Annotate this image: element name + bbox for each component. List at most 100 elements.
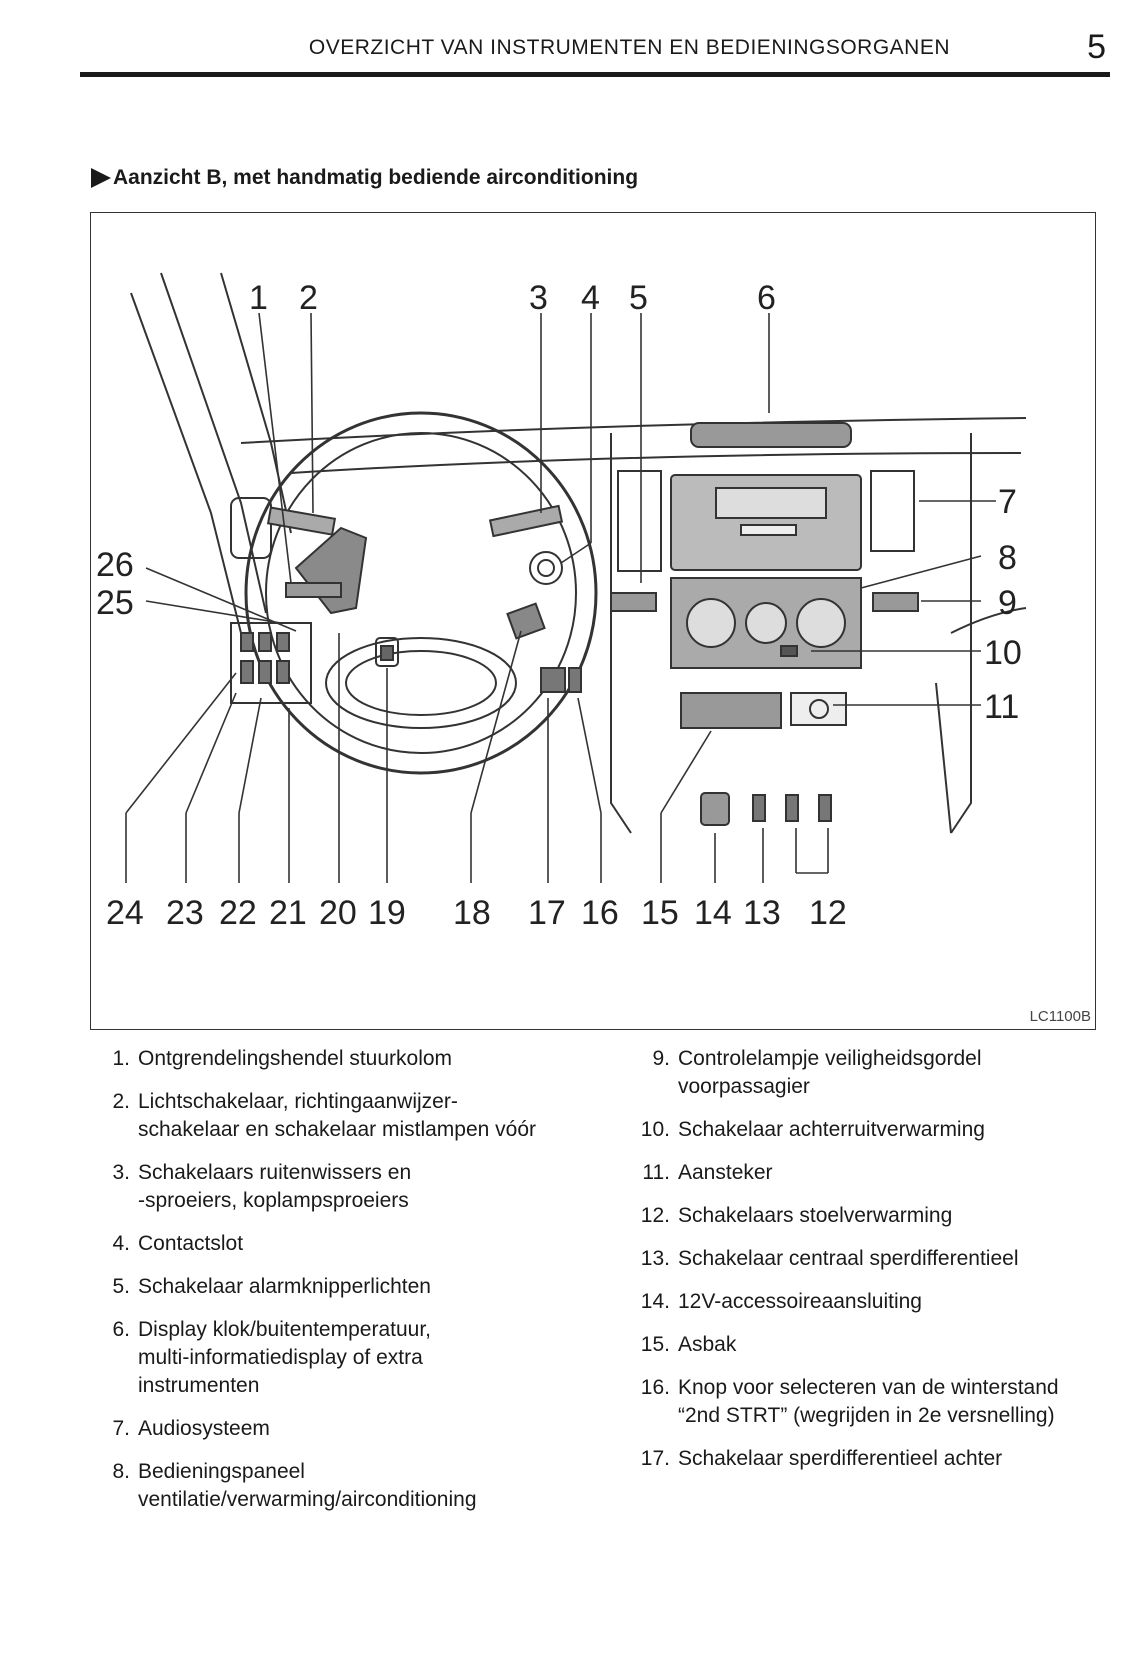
callout-24: 24 [106, 894, 144, 932]
legend-item: 12. Schakelaars stoelverwarming [618, 1202, 1118, 1230]
dashboard-drawing [125, 272, 1027, 883]
legend-line: Ontgrendelingshendel stuurkolom [138, 1047, 453, 1070]
callout-26: 26 [96, 546, 134, 584]
legend-text: Contactslot [138, 1230, 592, 1258]
legend-number: 2. [112, 1090, 130, 1113]
legend-line: voorpassagier [678, 1075, 810, 1098]
legend-line: Lichtschakelaar, richtingaanwijzer- [138, 1090, 458, 1113]
dashboard-illustration: 1 2 3 4 5 6 7 8 9 10 11 12 13 14 15 16 1… [90, 212, 1096, 1030]
legend-text: Aansteker [678, 1159, 1118, 1187]
callout-11: 11 [984, 688, 1020, 726]
legend-line: Schakelaars ruitenwissers en [138, 1161, 412, 1184]
legend-text: Asbak [678, 1331, 1118, 1359]
legend-item: 8. Bedieningspaneel ventilatie/verwarming/… [92, 1458, 592, 1514]
legend-number: 13. [640, 1247, 670, 1270]
callout-9: 9 [998, 584, 1017, 622]
legend-line: Contactslot [138, 1232, 244, 1255]
legend-item: 6. Display klok/buitentemperatuur, multi-i… [92, 1316, 592, 1400]
legend-line: Controlelampje veiligheidsgordel [678, 1047, 982, 1070]
callout-4: 4 [581, 279, 600, 317]
legend-line: Knop voor selecteren van de winterstand [678, 1376, 1059, 1399]
legend-line: Schakelaar centraal sperdifferentieel [678, 1247, 1019, 1270]
legend-item: 2. Lichtschakelaar, richtingaanwijzer-sch… [92, 1088, 592, 1144]
legend-line: Asbak [678, 1333, 737, 1356]
callout-7: 7 [998, 483, 1017, 521]
legend-line: Display klok/buitentemperatuur, [138, 1318, 431, 1341]
legend-text: Schakelaars stoelverwarming [678, 1202, 1118, 1230]
callout-19: 19 [368, 894, 406, 932]
legend-number: 15. [640, 1333, 670, 1356]
callout-2: 2 [299, 279, 318, 317]
legend-item: 9. Controlelampje veiligheidsgordel voorpa… [618, 1045, 1118, 1101]
callout-3: 3 [529, 279, 548, 317]
legend-item: 17. Schakelaar sperdifferentieel achter [618, 1445, 1118, 1473]
callout-17: 17 [528, 894, 566, 932]
triangle-bullet-icon [91, 168, 111, 188]
callout-10: 10 [984, 634, 1022, 672]
callout-15: 15 [641, 894, 679, 932]
legend-number: 14. [640, 1290, 670, 1313]
callout-14: 14 [694, 894, 732, 932]
callout-23: 23 [166, 894, 204, 932]
figure-code: LC1100B [1029, 1008, 1091, 1025]
legend-line: instrumenten [138, 1374, 260, 1397]
callout-16: 16 [581, 894, 619, 932]
callout-6: 6 [757, 279, 776, 317]
callout-21: 21 [269, 894, 307, 932]
legend-number: 1. [112, 1047, 130, 1070]
section-title: Aanzicht B, met handmatig bediende airco… [91, 166, 638, 190]
legend-right: 9. Controlelampje veiligheidsgordel voorpa… [618, 1045, 1118, 1488]
legend-line: multi-informatiedisplay of extra [138, 1346, 423, 1369]
legend-line: Bedieningspaneel [138, 1460, 305, 1483]
legend-line: Schakelaar alarmknipperlichten [138, 1275, 431, 1298]
legend-item: 3. Schakelaars ruitenwissers en -sproeiers… [92, 1159, 592, 1215]
page-header: OVERZICHT VAN INSTRUMENTEN EN BEDIENINGS… [80, 28, 1110, 77]
legend-item: 1. Ontgrendelingshendel stuurkolom [92, 1045, 592, 1073]
legend-number: 8. [112, 1460, 130, 1483]
legend-number: 10. [640, 1118, 670, 1141]
legend-item: 13. Schakelaar centraal sperdifferentieel [618, 1245, 1118, 1273]
callout-25: 25 [96, 584, 134, 622]
callout-8: 8 [998, 539, 1017, 577]
legend-left: 1. Ontgrendelingshendel stuurkolom 2. Licht… [92, 1045, 592, 1529]
legend-number: 6. [112, 1318, 130, 1341]
legend-item: 16.Knop voor selecteren van de wintersta… [618, 1374, 1118, 1430]
legend-text: Schakelaar alarmknipperlichten [138, 1273, 592, 1301]
legend-text: Audiosysteem [138, 1415, 592, 1443]
callout-12: 12 [809, 894, 847, 932]
legend-line: Schakelaars stoelverwarming [678, 1204, 953, 1227]
legend-text: Schakelaar centraal sperdifferentieel [678, 1245, 1118, 1273]
legend-number: 3. [112, 1161, 130, 1184]
legend-text: Schakelaars ruitenwissers en -sproeiers, … [138, 1159, 592, 1215]
legend-line: schakelaar en schakelaar mistlampen vóór [138, 1118, 537, 1141]
legend-text: Ontgrendelingshendel stuurkolom [138, 1045, 592, 1073]
legend-text: Schakelaar achterruitverwarming [678, 1116, 1118, 1144]
legend-item: 4. Contactslot [92, 1230, 592, 1258]
legend-line: -sproeiers, koplampsproeiers [138, 1189, 409, 1212]
legend-item: 10. Schakelaar achterruitverwarming [618, 1116, 1118, 1144]
callout-5: 5 [629, 279, 648, 317]
legend-line: 12V-accessoireaansluiting [678, 1290, 922, 1313]
legend-item: 15. Asbak [618, 1331, 1118, 1359]
callout-20: 20 [319, 894, 357, 932]
section-title-text: Aanzicht B, met handmatig bediende airco… [113, 166, 639, 189]
legend-number: 4. [112, 1232, 130, 1255]
legend-number: 7. [112, 1417, 130, 1440]
legend-line: ventilatie/verwarming/airconditioning [138, 1488, 477, 1511]
legend-number: 17. [640, 1447, 670, 1470]
legend-item: 7. Audiosysteem [92, 1415, 592, 1443]
callout-22: 22 [219, 894, 257, 932]
page-number: 5 [1087, 28, 1106, 66]
legend-number: 12. [640, 1204, 670, 1227]
legend-line: Aansteker [678, 1161, 773, 1184]
legend-number: 9. [652, 1047, 670, 1070]
legend-item: 14. 12V-accessoireaansluiting [618, 1288, 1118, 1316]
legend-text: Schakelaar sperdifferentieel achter [678, 1445, 1118, 1473]
header-title: OVERZICHT VAN INSTRUMENTEN EN BEDIENINGS… [308, 36, 950, 59]
legend-text: Controlelampje veiligheidsgordel voorpass… [678, 1045, 1118, 1101]
legend-text: Bedieningspaneel ventilatie/verwarming/ai… [138, 1458, 592, 1514]
legend-item: 5.Schakelaar alarmknipperlichten [92, 1273, 592, 1301]
callout-1: 1 [249, 279, 268, 317]
legend-text: Lichtschakelaar, richtingaanwijzer-schak… [138, 1088, 592, 1144]
legend-text: Knop voor selecteren van de winterstand“… [678, 1374, 1118, 1430]
